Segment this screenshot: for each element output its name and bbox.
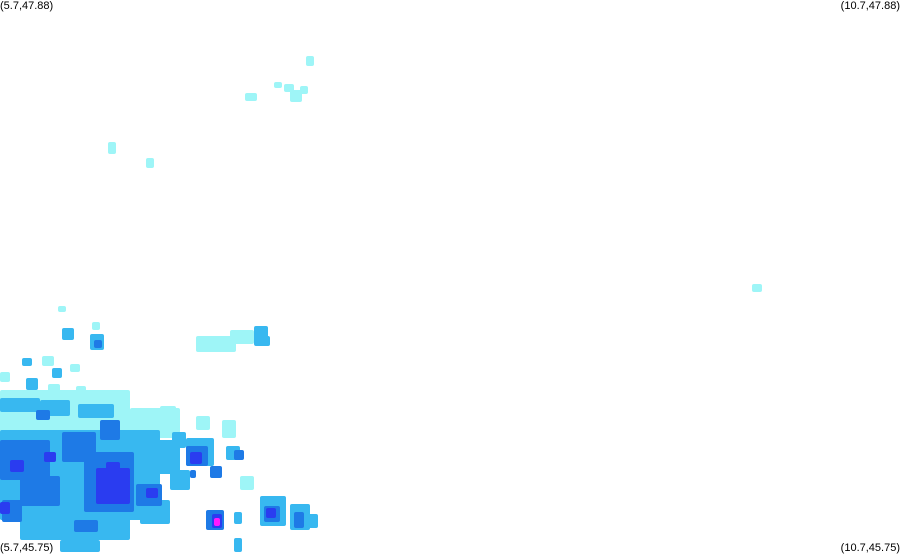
echo-cell-strong — [294, 512, 304, 528]
echo-cell-light — [58, 306, 66, 312]
echo-cell-light — [160, 406, 176, 426]
echo-cell-medium — [304, 514, 318, 528]
echo-cell-medium — [0, 398, 40, 412]
echo-cell-medium — [170, 470, 190, 490]
echo-cell-light — [284, 84, 294, 92]
echo-cell-light — [196, 416, 210, 430]
echo-cell-medium — [26, 378, 38, 390]
echo-cell-medium — [150, 450, 180, 474]
precipitation-echo-layer — [0, 56, 762, 552]
echo-cell-medium — [234, 538, 242, 552]
echo-cell-heavy — [96, 468, 130, 504]
echo-cell-light — [0, 372, 10, 382]
echo-cell-strong — [210, 466, 222, 478]
echo-cell-light — [752, 284, 762, 292]
corner-label-bottom-left: (5.7,45.75) — [0, 542, 54, 554]
echo-cell-medium — [60, 540, 100, 552]
echo-cell-medium — [234, 512, 242, 524]
echo-cell-heavy — [10, 460, 24, 472]
echo-cell-strong — [20, 476, 60, 506]
echo-cell-medium — [52, 368, 62, 378]
echo-cell-light — [70, 364, 80, 372]
echo-cell-strong — [36, 410, 50, 420]
echo-cell-heavy — [106, 462, 120, 474]
echo-cell-heavy — [146, 488, 158, 498]
echo-cell-strong — [94, 340, 102, 348]
corner-label-top-right: (10.7,47.88) — [840, 0, 900, 12]
echo-cell-medium — [258, 336, 270, 346]
echo-cell-heavy — [190, 452, 202, 464]
echo-cell-strong — [100, 420, 120, 440]
echo-cell-light — [306, 56, 314, 66]
echo-cell-light — [92, 322, 100, 330]
echo-cell-heavy — [44, 452, 56, 462]
echo-cell-strong — [0, 440, 50, 480]
echo-cell-strong — [74, 520, 98, 532]
echo-cell-light — [240, 476, 254, 490]
echo-cell-light — [290, 90, 302, 102]
echo-cell-light — [300, 86, 308, 94]
echo-cell-medium — [22, 358, 32, 366]
echo-cell-heavy — [0, 502, 10, 514]
corner-label-top-left: (5.7,47.88) — [0, 0, 54, 12]
echo-cell-light — [108, 142, 116, 154]
echo-cell-light — [42, 356, 54, 366]
echo-cell-medium — [78, 404, 114, 418]
echo-cell-medium — [62, 328, 74, 340]
echo-cell-strong — [190, 470, 196, 478]
echo-cell-heavy — [266, 508, 276, 518]
echo-cell-light — [222, 420, 236, 438]
echo-cell-light — [245, 93, 257, 101]
echo-cell-light — [146, 158, 154, 168]
echo-cell-extreme — [214, 518, 220, 526]
echo-cell-light — [274, 82, 282, 88]
echo-cell-strong — [234, 450, 244, 460]
corner-label-bottom-right: (10.7,45.75) — [840, 542, 900, 554]
echo-cell-medium — [172, 432, 186, 448]
echo-cell-light — [230, 330, 254, 344]
echo-cell-light — [196, 336, 236, 352]
